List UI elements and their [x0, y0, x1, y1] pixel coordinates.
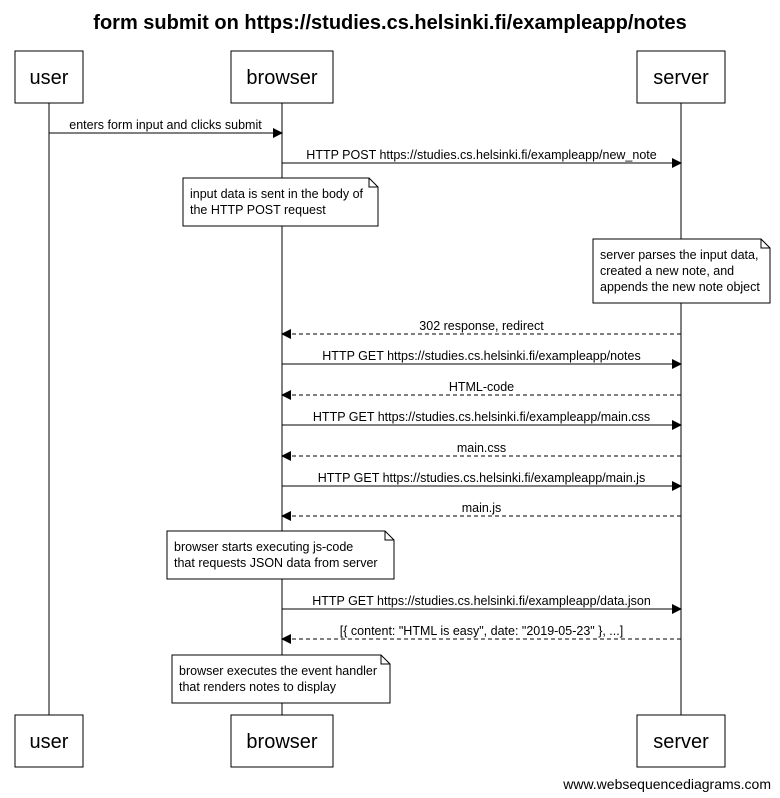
message-label: main.js	[462, 501, 502, 515]
message-1: HTTP POST https://studies.cs.helsinki.fi…	[282, 148, 682, 168]
message-7: HTTP GET https://studies.cs.helsinki.fi/…	[282, 410, 682, 430]
participant-label: browser	[246, 731, 317, 753]
participant-server-top: server	[636, 50, 726, 104]
note-box	[166, 530, 395, 580]
participant-box	[14, 50, 84, 104]
note-fold	[368, 178, 378, 188]
message-label: HTTP POST https://studies.cs.helsinki.fi…	[306, 148, 656, 162]
note-11: browser starts executing js-code that req…	[166, 530, 395, 580]
participant-box	[230, 714, 334, 768]
note-text-line: appends the new note object	[600, 280, 760, 294]
note-fold	[384, 531, 394, 541]
message-10: main.js	[281, 501, 681, 521]
note-text-line: input data is sent in the body of	[190, 187, 364, 201]
participant-box	[636, 714, 726, 768]
message-label: 302 response, redirect	[419, 319, 544, 333]
note-text-line: that requests JSON data from server	[174, 556, 378, 570]
note-box	[171, 654, 391, 704]
note-text-line: browser starts executing js-code	[174, 540, 353, 554]
footer-credit: www.websequencediagrams.com	[563, 776, 771, 792]
message-label: HTTP GET https://studies.cs.helsinki.fi/…	[322, 349, 640, 363]
note-2: input data is sent in the body of the HTT…	[182, 177, 379, 227]
message-12: HTTP GET https://studies.cs.helsinki.fi/…	[282, 594, 682, 614]
note-fold	[380, 655, 390, 665]
participant-box	[636, 50, 726, 104]
participant-server-bottom: server	[636, 714, 726, 768]
participant-label: server	[653, 67, 709, 89]
participant-label: server	[653, 731, 709, 753]
participant-label: user	[30, 67, 69, 89]
participant-user-bottom: user	[14, 714, 84, 768]
note-box	[592, 238, 771, 304]
message-label: main.css	[457, 441, 506, 455]
message-4: 302 response, redirect	[281, 319, 681, 339]
message-8: main.css	[281, 441, 681, 461]
note-text-line: the HTTP POST request	[190, 203, 326, 217]
message-label: HTTP GET https://studies.cs.helsinki.fi/…	[318, 471, 645, 485]
message-label: HTML-code	[449, 380, 514, 394]
note-fold	[760, 239, 770, 249]
note-text-line: browser executes the event handler	[179, 664, 377, 678]
message-13: [{ content: "HTML is easy", date: "2019-…	[281, 624, 681, 644]
note-box	[182, 177, 379, 227]
message-9: HTTP GET https://studies.cs.helsinki.fi/…	[282, 471, 682, 491]
message-label: enters form input and clicks submit	[69, 118, 262, 132]
note-text-line: server parses the input data,	[600, 248, 758, 262]
note-text-line: created a new note, and	[600, 264, 734, 278]
participant-box	[14, 714, 84, 768]
message-5: HTTP GET https://studies.cs.helsinki.fi/…	[282, 349, 682, 369]
participants: user user browser browser server server	[14, 50, 726, 768]
participant-label: user	[30, 731, 69, 753]
note-3: server parses the input data, created a n…	[592, 238, 771, 304]
message-label: [{ content: "HTML is easy", date: "2019-…	[340, 624, 623, 638]
message-label: HTTP GET https://studies.cs.helsinki.fi/…	[312, 594, 651, 608]
diagram-title: form submit on https://studies.cs.helsin…	[93, 12, 686, 34]
participant-user-top: user	[14, 50, 84, 104]
note-14: browser executes the event handler that r…	[171, 654, 391, 704]
participant-browser-top: browser	[230, 50, 334, 104]
message-label: HTTP GET https://studies.cs.helsinki.fi/…	[313, 410, 650, 424]
diagram-steps: enters form input and clicks submitHTTP …	[49, 118, 771, 704]
participant-box	[230, 50, 334, 104]
participant-browser-bottom: browser	[230, 714, 334, 768]
message-6: HTML-code	[281, 380, 681, 400]
note-text-line: that renders notes to display	[179, 680, 337, 694]
message-0: enters form input and clicks submit	[49, 118, 283, 138]
participant-label: browser	[246, 67, 317, 89]
